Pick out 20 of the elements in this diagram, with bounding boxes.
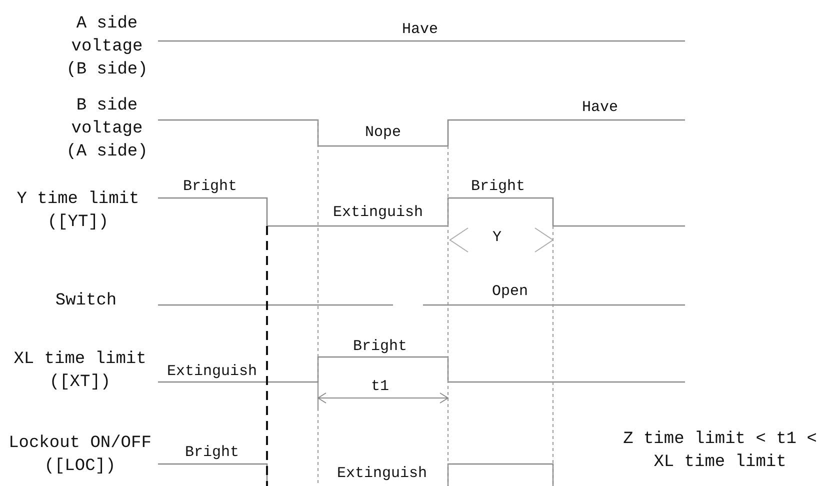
note: Z time limit < t1 < XL time limit bbox=[622, 429, 818, 474]
state-label: Have bbox=[582, 98, 618, 118]
state-label: Extinguish bbox=[337, 464, 427, 484]
signal-name: XL time limit ([XT]) bbox=[12, 349, 148, 394]
state-label: Bright bbox=[183, 176, 237, 197]
state-label: Nope bbox=[365, 122, 401, 143]
signal-name: A side voltage (B side) bbox=[65, 14, 149, 82]
state-label: Have bbox=[402, 20, 438, 40]
state-label: Bright bbox=[353, 336, 407, 357]
signal-name: Y time limit ([YT]) bbox=[16, 189, 140, 234]
state-label: Bright bbox=[185, 442, 239, 463]
signal-name: Switch bbox=[55, 290, 117, 313]
state-label: Extinguish bbox=[333, 202, 423, 223]
signal-name: B side voltage (A side) bbox=[65, 96, 149, 164]
state-label: Bright bbox=[471, 176, 525, 197]
state-label: Open bbox=[492, 282, 528, 302]
signal-name: Lockout ON/OFF ([LOC]) bbox=[8, 433, 152, 478]
dimension-label: t1 bbox=[371, 376, 389, 397]
state-label: Extinguish bbox=[167, 362, 257, 382]
dimension-label: Y bbox=[492, 228, 502, 248]
